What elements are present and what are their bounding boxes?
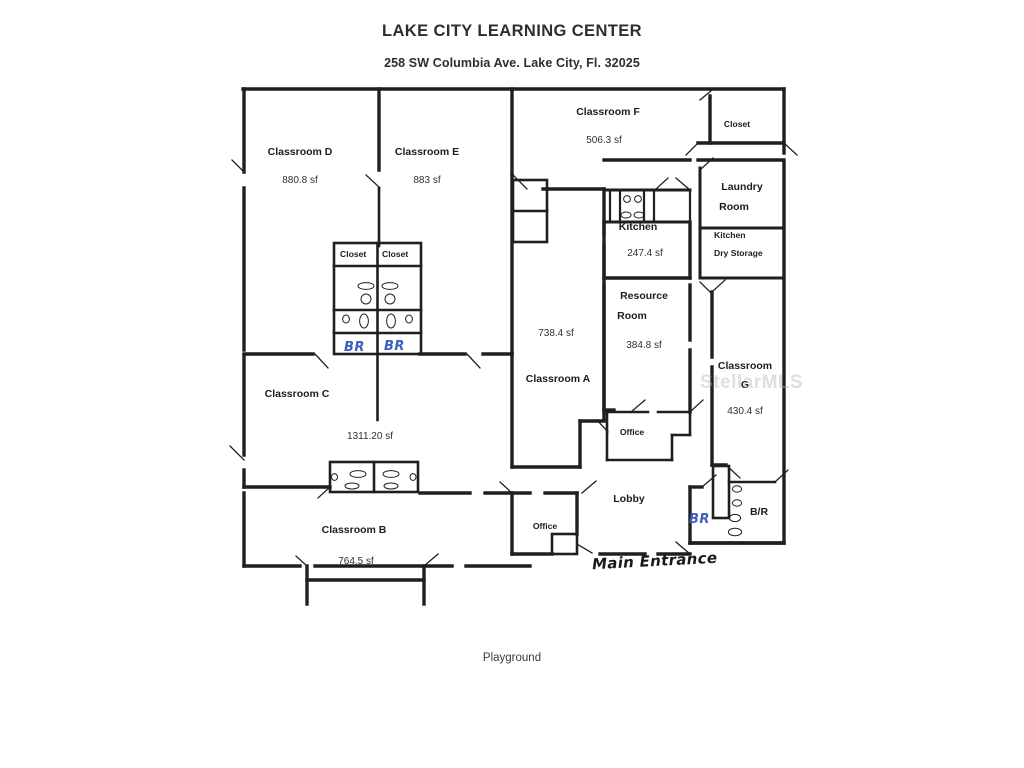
annotation-br-left: BR — [344, 340, 365, 355]
room-label-kitchen: Kitchen — [618, 221, 658, 233]
room-area-resource-room: 384.8 sf — [626, 340, 662, 351]
room-area-classroom-e: 883 sf — [413, 175, 441, 186]
room-label-kitchen-dry-storage-line2: Dry Storage — [714, 248, 763, 258]
room-label-closet-right: Closet — [382, 249, 409, 259]
room-area-classroom-g: 430.4 sf — [727, 406, 763, 417]
room-label-office-lower: Office — [532, 521, 558, 531]
room-label-classroom-g-line2: G — [740, 379, 750, 391]
room-label-kitchen-dry-storage-line1: Kitchen — [714, 230, 746, 240]
room-label-classroom-d: Classroom D — [267, 146, 333, 158]
room-label-classroom-c: Classroom C — [264, 388, 330, 400]
room-area-classroom-f: 506.3 sf — [586, 135, 622, 146]
room-label-closet-left: Closet — [340, 249, 367, 259]
room-label-lobby: Lobby — [613, 493, 645, 505]
room-label-classroom-b: Classroom B — [321, 524, 387, 536]
room-label-classroom-a: Classroom A — [525, 373, 591, 385]
room-area-kitchen: 247.4 sf — [627, 248, 663, 259]
room-area-classroom-a: 738.4 sf — [538, 328, 574, 339]
room-area-classroom-b: 764.5 sf — [338, 556, 374, 567]
annotation-br-right: BR — [384, 339, 405, 354]
room-label-classroom-f: Classroom F — [576, 106, 640, 118]
playground-label: Playground — [482, 652, 542, 664]
room-label-closet-f: Closet — [723, 119, 751, 129]
room-label-laundry-room-line1: Laundry — [721, 181, 763, 193]
page-subtitle: 258 SW Columbia Ave. Lake City, Fl. 3202… — [384, 56, 640, 70]
page-title: LAKE CITY LEARNING CENTER — [382, 22, 642, 40]
room-label-resource-room-line1: Resource — [620, 290, 668, 302]
room-label-classroom-e: Classroom E — [394, 146, 460, 158]
room-area-classroom-d: 880.8 sf — [282, 175, 318, 186]
room-label-resource-room-line2: Room — [617, 310, 647, 322]
room-label-bathroom-right: B/R — [749, 506, 769, 518]
room-area-classroom-c: 1311.20 sf — [347, 431, 393, 442]
room-label-classroom-g-line1: Classroom — [717, 360, 773, 372]
room-label-office-center: Office — [619, 427, 645, 437]
annotation-br-lobby: BR — [689, 512, 710, 527]
room-label-laundry-room-line2: Room — [719, 201, 749, 213]
